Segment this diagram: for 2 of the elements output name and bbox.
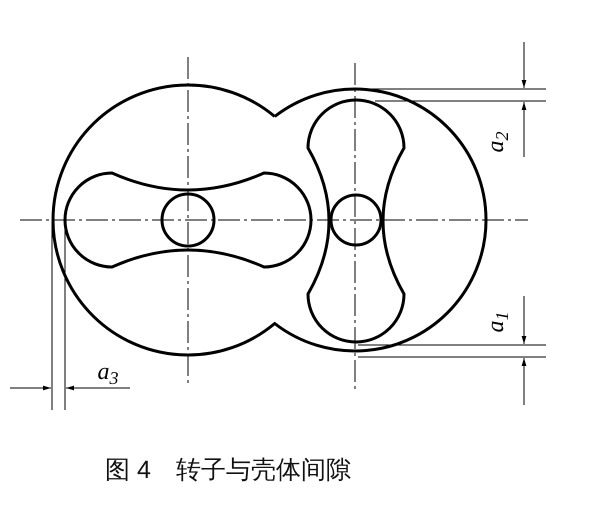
caption: 图 4 转子与壳体间隙 [105,455,351,486]
dimension-label: a$_{3}$ [98,360,118,384]
